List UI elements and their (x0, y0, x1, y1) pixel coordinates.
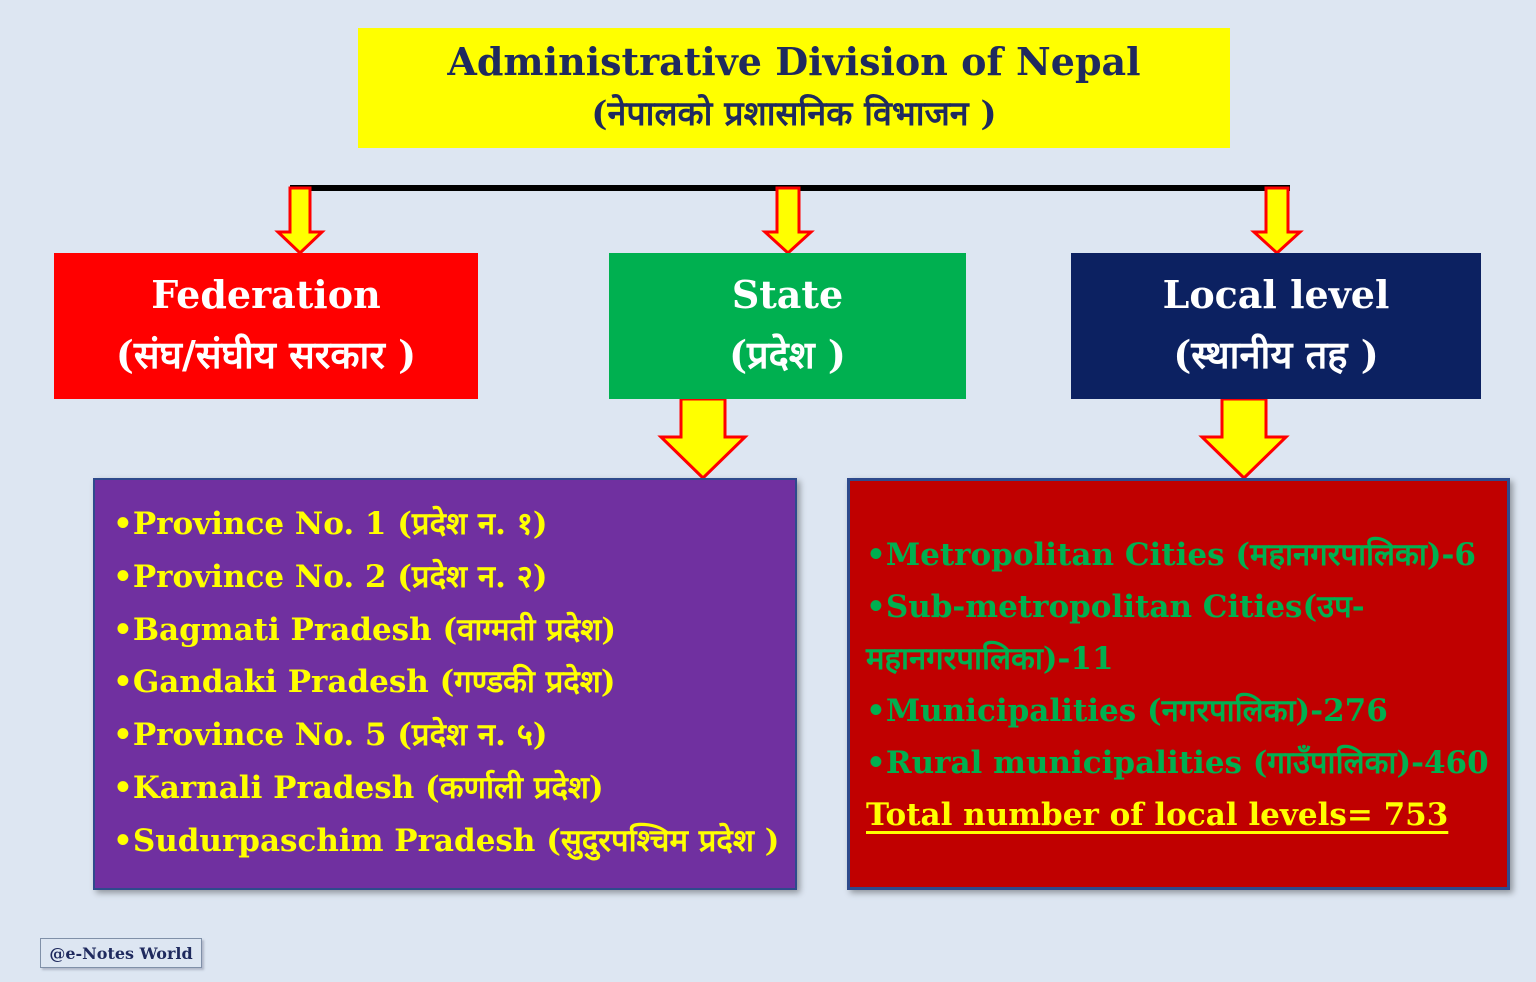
arrow-to-federation-icon (274, 186, 326, 256)
diagram-title-box: Administrative Division of Nepal (नेपालक… (358, 28, 1230, 148)
state-label: State (731, 272, 844, 317)
province-item: •Sudurpaschim Pradesh (सुदुरपश्चिम प्रदे… (113, 822, 780, 859)
title-nepali: (नेपालको प्रशासनिक विभाजन ) (591, 94, 997, 134)
province-item: •Gandaki Pradesh (गण्डकी प्रदेश) (113, 664, 616, 701)
local-level-nepali-label: (स्थानीय तह ) (1173, 332, 1379, 377)
local-unit-item: •Municipalities (नगरपालिका)-276 (866, 693, 1388, 729)
local-units-list-box: •Metropolitan Cities (महानगरपालिका)-6 •S… (847, 478, 1510, 890)
state-box: State (प्रदेश ) (609, 253, 966, 399)
state-nepali-label: (प्रदेश ) (729, 332, 846, 377)
federation-box: Federation (संघ/संघीय सरकार ) (54, 253, 478, 399)
arrow-to-provinces-icon (657, 397, 749, 481)
province-item: •Province No. 1 (प्रदेश न. १) (113, 506, 548, 542)
federation-nepali-label: (संघ/संघीय सरकार ) (115, 332, 417, 377)
provinces-list-box: •Province No. 1 (प्रदेश न. १) •Province … (93, 478, 797, 890)
province-item: •Karnali Pradesh (कर्णाली प्रदेश) (113, 769, 604, 806)
federation-label: Federation (151, 272, 381, 317)
arrow-to-state-icon (761, 186, 815, 256)
local-levels-total: Total number of local levels= 753 (866, 797, 1449, 833)
watermark-label: @e-Notes World (40, 938, 202, 968)
arrow-to-local-units-icon (1198, 397, 1290, 481)
local-unit-item: •Rural municipalities (गाउँपालिका)-460 (866, 745, 1489, 781)
province-item: •Province No. 2 (प्रदेश न. २) (113, 558, 548, 595)
local-unit-item: •Metropolitan Cities (महानगरपालिका)-6 (866, 537, 1476, 573)
arrow-to-local-icon (1250, 186, 1304, 256)
local-level-label: Local level (1162, 272, 1390, 317)
province-item: •Province No. 5 (प्रदेश न. ५) (113, 717, 548, 754)
title-english: Administrative Division of Nepal (447, 39, 1141, 84)
province-item: •Bagmati Pradesh (वाग्मती प्रदेश) (113, 611, 616, 648)
local-unit-item: •Sub-metropolitan Cities(उप-महानगरपालिका… (866, 589, 1365, 677)
local-level-box: Local level (स्थानीय तह ) (1071, 253, 1481, 399)
